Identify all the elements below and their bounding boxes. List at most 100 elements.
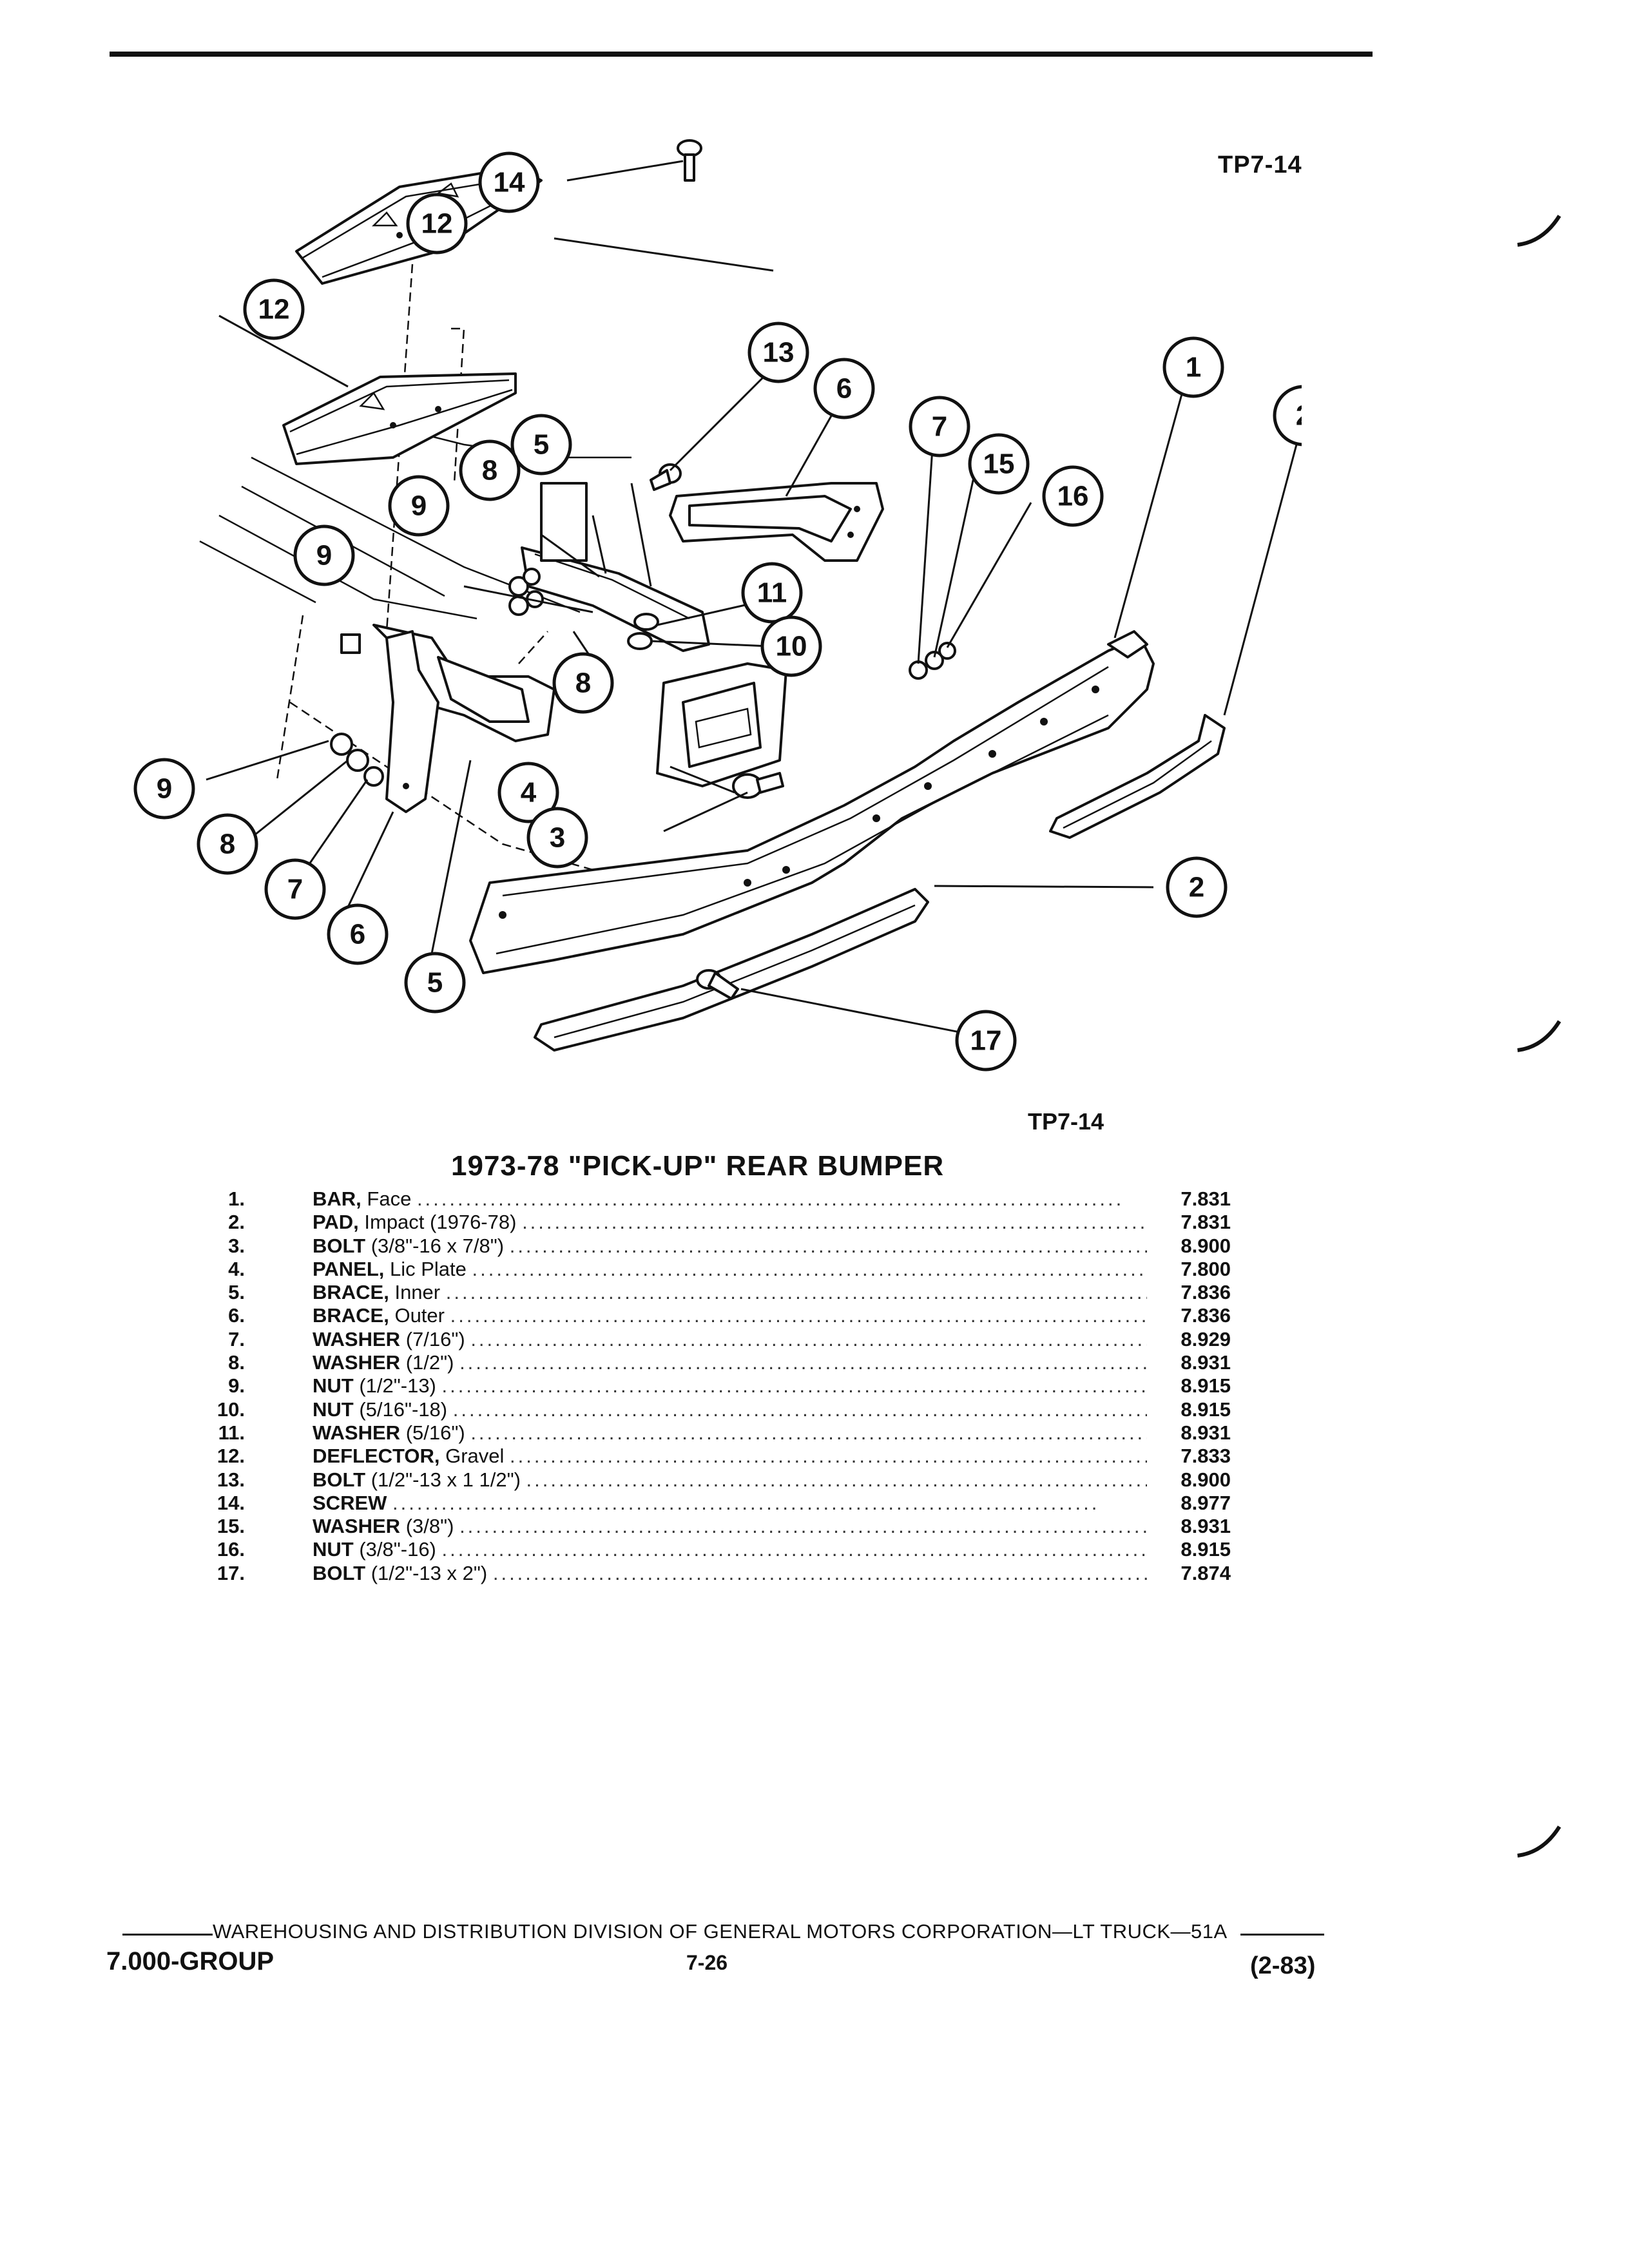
svg-text:6: 6 <box>350 919 365 950</box>
svg-text:7: 7 <box>287 874 303 905</box>
footer-text: WAREHOUSING AND DISTRIBUTION DIVISION OF… <box>213 1920 1228 1943</box>
group-number: 7.836 <box>1147 1304 1231 1328</box>
callout-9-mid: 9 <box>293 524 355 586</box>
callout-7-bottom: 7 <box>264 858 326 920</box>
svg-text:2: 2 <box>1189 872 1204 903</box>
parts-row: 12.DEFLECTOR, Gravel ...................… <box>187 1445 1231 1468</box>
parts-row: 13. BOLT (1/2"-13 x 1 1/2") .............… <box>187 1468 1231 1492</box>
part-description: WASHER (5/16") .........................… <box>313 1421 1266 1445</box>
part-detail: (1/2") <box>400 1351 454 1374</box>
leader-dots: ........................................… <box>445 1281 1153 1304</box>
part-name: WASHER <box>313 1327 401 1350</box>
part-detail: (3/8"-16 x 7/8") <box>365 1234 505 1257</box>
license-plate-panel <box>656 662 787 787</box>
part-number: 10. <box>217 1398 245 1421</box>
part-description: BRACE, Outer ...........................… <box>313 1304 1266 1327</box>
callout-16: 16 <box>1042 465 1104 527</box>
part-number: 4. <box>228 1257 245 1280</box>
svg-text:14: 14 <box>494 167 525 198</box>
parts-row: 7.WASHER (7/16") .......................… <box>187 1327 1231 1352</box>
edge-mark <box>1517 215 1561 247</box>
part-name: DEFLECTOR, <box>313 1445 440 1468</box>
group-number: 8.915 <box>1147 1538 1231 1562</box>
part-name: BAR, <box>313 1187 361 1210</box>
callout-4: 4 <box>497 762 559 823</box>
group-number: 8.900 <box>1147 1468 1231 1492</box>
parts-row: 2.PAD, Impact (1976-78) ................… <box>187 1211 1231 1235</box>
part-detail: (1/2"-13 x 1 1/2") <box>365 1468 521 1491</box>
part-description: PAD, Impact (1976-78) ..................… <box>313 1211 1266 1234</box>
callout-1: 1 <box>1162 336 1224 398</box>
parts-row: 16.NUT (3/8"-16) .......................… <box>187 1538 1231 1562</box>
part-number: 6. <box>228 1304 245 1327</box>
svg-text:1: 1 <box>1186 352 1201 383</box>
part-detail: (3/8") <box>400 1515 454 1538</box>
screw-part-14 <box>677 139 702 182</box>
group-number: 7.833 <box>1147 1445 1231 1468</box>
part-description: BOLT (1/2"-13 x 2") ....................… <box>313 1562 1266 1585</box>
part-description: DEFLECTOR, Gravel ......................… <box>313 1445 1266 1468</box>
part-number: 8. <box>228 1351 245 1374</box>
leader-dots: ........................................… <box>416 1187 1124 1210</box>
svg-text:8: 8 <box>220 829 235 860</box>
callout-17: 17 <box>955 1010 1017 1072</box>
callout-8-top: 8 <box>459 439 521 501</box>
edge-mark <box>1517 1825 1561 1858</box>
part-name: BOLT <box>313 1561 366 1584</box>
svg-text:12: 12 <box>421 208 453 240</box>
part-detail: (5/16"-18) <box>353 1398 448 1421</box>
group-number: 7.831 <box>1147 1211 1231 1235</box>
group-number: 8.931 <box>1147 1515 1231 1539</box>
part-description: PANEL, Lic Plate .......................… <box>313 1258 1266 1281</box>
parts-list: 1.BAR, Face ............................… <box>187 1187 1231 1586</box>
callout-8-bottom: 8 <box>197 813 258 875</box>
part-number: 13. <box>217 1468 245 1491</box>
exploded-parts-diagram: 14 12 12 13 6 1 2 5 7 15 16 8 9 9 11 10 … <box>133 139 1302 1072</box>
parts-row: 8.WASHER (1/2") ........................… <box>187 1351 1231 1375</box>
part-description: SCREW ..................................… <box>313 1492 1266 1515</box>
outer-brace-lower <box>372 624 555 742</box>
bolt-part-13 <box>650 463 682 491</box>
part-number: 3. <box>228 1234 245 1257</box>
part-description: WASHER (7/16") .........................… <box>313 1328 1266 1351</box>
callout-12-top: 12 <box>406 193 468 255</box>
part-name: BOLT <box>313 1468 366 1491</box>
part-number: 17. <box>217 1561 245 1584</box>
group-number: 8.915 <box>1147 1398 1231 1421</box>
part-detail: Lic Plate <box>384 1257 467 1280</box>
part-description: BAR, Face ..............................… <box>313 1187 1266 1211</box>
part-number: 7. <box>228 1327 245 1350</box>
callout-10: 10 <box>760 615 822 677</box>
svg-text:4: 4 <box>521 777 537 809</box>
svg-text:5: 5 <box>534 429 549 461</box>
gravel-deflector-left <box>282 372 517 465</box>
bolt-part-3 <box>732 772 784 799</box>
figure-ref-bottom: TP7-14 <box>1028 1108 1104 1135</box>
leader-dots: ........................................… <box>472 1257 1179 1280</box>
parts-row: 3.BOLT (3/8"-16 x 7/8") ................… <box>187 1234 1231 1258</box>
callout-5-bottom: 5 <box>404 952 466 1014</box>
page-number: 7-26 <box>686 1951 728 1974</box>
svg-text:9: 9 <box>411 490 427 522</box>
svg-text:7: 7 <box>932 411 947 443</box>
parts-row: 1.BAR, Face ............................… <box>187 1187 1231 1211</box>
part-name: BRACE, <box>313 1281 389 1304</box>
leader-dots: ........................................… <box>526 1468 1233 1491</box>
leader-dots: ........................................… <box>510 1445 1217 1468</box>
bumper-face-bar <box>469 630 1155 974</box>
part-number: 12. <box>217 1445 245 1468</box>
footer-rule-left <box>122 1934 213 1936</box>
group-number: 7.836 <box>1147 1281 1231 1305</box>
part-number: 2. <box>228 1211 245 1234</box>
callout-2-lower: 2 <box>1166 856 1228 918</box>
part-name: BRACE, <box>313 1304 389 1327</box>
svg-text:9: 9 <box>157 773 172 805</box>
part-name: PANEL, <box>313 1257 385 1280</box>
callout-13: 13 <box>747 322 809 383</box>
parts-row: 10.NUT (5/16"-18) ......................… <box>187 1398 1231 1421</box>
callout-3: 3 <box>526 807 588 869</box>
part-name: WASHER <box>313 1351 401 1374</box>
part-name: WASHER <box>313 1515 401 1538</box>
parts-row: 14.SCREW ...............................… <box>187 1491 1231 1515</box>
part-name: WASHER <box>313 1421 401 1444</box>
